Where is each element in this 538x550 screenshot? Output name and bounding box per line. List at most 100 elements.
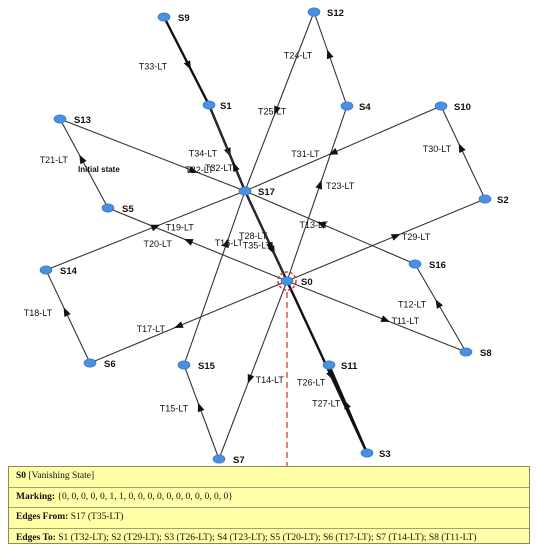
state-node-marker[interactable] — [360, 448, 374, 458]
edge-label: T12-LT — [398, 300, 427, 310]
initial-state-annotation: Initial state — [78, 165, 120, 174]
edge-label: T14-LT — [256, 375, 285, 385]
edge-t27-lt[interactable]: T27-LT — [312, 364, 369, 454]
state-node-marker[interactable] — [478, 194, 492, 204]
edge-t11-lt[interactable]: T11-LT — [286, 280, 467, 353]
state-node-marker[interactable] — [177, 360, 191, 370]
edge-t32-lt[interactable]: T32-LT — [205, 104, 246, 192]
info-title-row: S0 [Vanishing State] — [9, 467, 529, 488]
edge-label: T30-LT — [423, 144, 452, 154]
node-s5[interactable]: S5 — [101, 203, 134, 215]
node-s17[interactable]: S17 — [238, 186, 275, 198]
edge-t16-lt[interactable]: T16-LT — [183, 190, 246, 366]
edge-arrowhead — [222, 238, 229, 249]
state-node-marker[interactable] — [101, 203, 115, 213]
state-node-marker[interactable] — [202, 100, 216, 110]
edge-t15-lt[interactable]: T15-LT — [160, 364, 220, 460]
state-node-marker[interactable] — [53, 114, 67, 124]
edge-t17-lt[interactable]: T17-LT — [89, 280, 288, 364]
info-marking-row: Marking: {0, 0, 0, 0, 0, 1, 1, 0, 0, 0, … — [9, 488, 529, 508]
node-s2[interactable]: S2 — [478, 194, 509, 206]
edges-to-value: S1 (T32-LT); S2 (T29-LT); S3 (T26-LT); S… — [55, 532, 477, 543]
state-node-marker[interactable] — [459, 347, 473, 357]
edge-t25-lt[interactable]: T25-LT — [244, 11, 315, 192]
edge-t31-lt[interactable]: T31-LT — [244, 105, 442, 192]
state-node-marker[interactable] — [280, 276, 294, 286]
state-node-marker[interactable] — [39, 265, 53, 275]
node-s16[interactable]: S16 — [408, 259, 446, 271]
state-node-label: S4 — [359, 102, 371, 113]
node-s11[interactable]: S11 — [322, 360, 358, 372]
state-node-marker[interactable] — [212, 454, 226, 464]
edge-line — [244, 190, 288, 282]
node-s4[interactable]: S4 — [340, 101, 371, 113]
selected-node-ring — [277, 271, 297, 291]
edge-arrowhead — [183, 238, 194, 246]
edge-t24-lt[interactable]: T24-LT — [284, 11, 348, 107]
node-s8[interactable]: S8 — [459, 347, 492, 359]
node-s3[interactable]: S3 — [360, 448, 391, 460]
edge-t28-lt[interactable]: T28-LT — [239, 190, 288, 282]
edge-arrowhead — [183, 60, 192, 70]
edge-line — [162, 16, 211, 106]
edge-t19-lt[interactable]: T19-LT — [45, 190, 246, 271]
state-node-label: S9 — [178, 13, 190, 24]
state-node-label: S12 — [327, 8, 344, 19]
edge-arrowhead — [380, 315, 391, 322]
state-node-label: S11 — [341, 361, 358, 372]
node-s13[interactable]: S13 — [53, 114, 91, 126]
state-node-marker[interactable] — [322, 360, 336, 370]
node-s10[interactable]: S10 — [434, 101, 471, 113]
marking-label: Marking: — [16, 491, 56, 502]
edge-t23-lt[interactable]: T23-LT — [286, 105, 355, 282]
edge-label: T20-LT — [144, 239, 173, 249]
edge-line — [313, 11, 348, 107]
info-panel: S0 [Vanishing State] Marking: {0, 0, 0, … — [8, 466, 530, 544]
edge-arrowhead — [247, 373, 255, 384]
edge-t12-lt[interactable]: T12-LT — [398, 263, 467, 353]
state-node-marker[interactable] — [408, 259, 422, 269]
node-s6[interactable]: S6 — [83, 358, 116, 370]
edge-label: T34-LT — [189, 148, 218, 158]
state-node-marker[interactable] — [83, 358, 97, 368]
edge-line — [183, 190, 246, 366]
node-s14[interactable]: S14 — [39, 265, 78, 277]
edge-t33-lt[interactable]: T33-LT — [139, 16, 211, 106]
state-node-marker[interactable] — [340, 101, 354, 111]
state-node-label: S7 — [233, 455, 245, 466]
selection-overlay — [277, 271, 297, 466]
edge-label: T18-LT — [24, 308, 53, 318]
edge-t22-lt[interactable]: T22-LT — [59, 118, 246, 192]
edge-t20-lt[interactable]: T20-LT — [107, 207, 288, 282]
edge-t14-lt[interactable]: T14-LT — [218, 280, 288, 460]
state-node-label: S0 — [301, 277, 313, 288]
edge-label: T13-LT — [300, 220, 329, 230]
edge-t18-lt[interactable]: T18-LT — [24, 269, 91, 364]
edge-t13-lt[interactable]: T13-LT — [244, 190, 416, 265]
edge-t21-lt[interactable]: T21-LT — [40, 118, 109, 209]
edge-line — [59, 118, 246, 192]
node-s15[interactable]: S15 — [177, 360, 216, 372]
edge-arrowhead — [232, 162, 240, 172]
edge-label: T28-LT — [239, 231, 268, 241]
state-node-marker[interactable] — [157, 12, 171, 22]
edge-line — [440, 105, 486, 200]
node-s1[interactable]: S1 — [202, 100, 232, 112]
state-node-label: S5 — [122, 204, 134, 215]
node-s7[interactable]: S7 — [212, 454, 245, 466]
node-s12[interactable]: S12 — [307, 7, 344, 19]
state-node-marker[interactable] — [307, 7, 321, 17]
edge-arrowhead — [344, 400, 351, 410]
state-node-marker[interactable] — [434, 101, 448, 111]
edge-line — [218, 280, 288, 460]
state-node-marker[interactable] — [238, 186, 252, 196]
edge-t29-lt[interactable]: T29-LT — [286, 198, 486, 282]
edge-t34-lt[interactable]: T34-LT — [189, 104, 247, 192]
state-node-label: S6 — [104, 359, 116, 370]
node-s0[interactable]: S0 — [280, 276, 313, 288]
edge-label: T27-LT — [312, 399, 341, 409]
info-state-type: [Vanishing State] — [26, 471, 95, 481]
edge-t30-lt[interactable]: T30-LT — [423, 105, 486, 200]
node-s9[interactable]: S9 — [157, 12, 190, 24]
edge-label: T33-LT — [139, 61, 168, 71]
